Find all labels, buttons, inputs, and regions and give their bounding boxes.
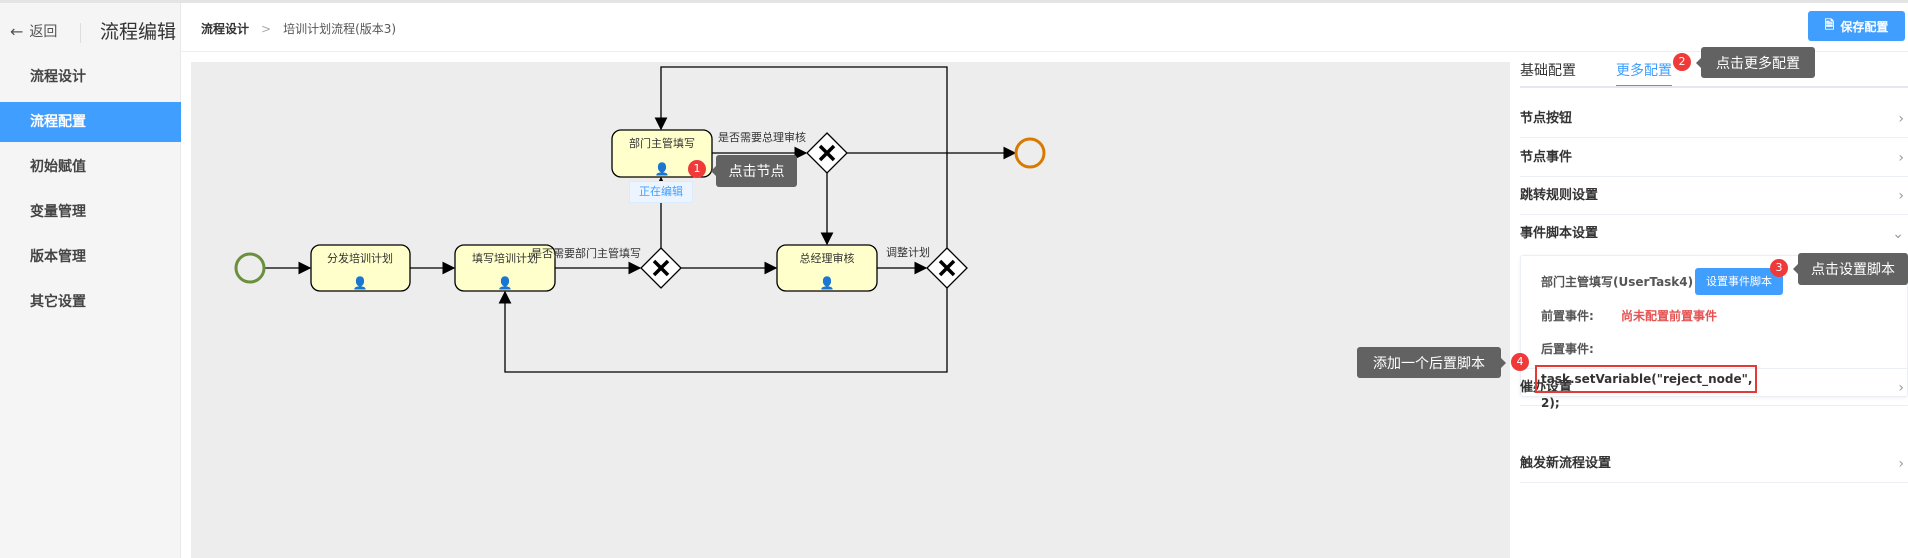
step-badge-2: 2	[1673, 53, 1691, 71]
save-config-button[interactable]: 🗎 保存配置	[1808, 11, 1905, 41]
arrow-left-icon: ←	[10, 21, 24, 41]
task-label: 部门主管填写	[629, 136, 695, 150]
chevron-right-icon: ›	[1898, 188, 1904, 204]
flow-label: 是否需要部门主管填写	[531, 246, 641, 260]
section-label: 触发新流程设置	[1520, 456, 1612, 471]
node-name: 部门主管填写(UserTask4)	[1541, 275, 1694, 289]
flow-edge-loop-bottom[interactable]	[498, 288, 948, 373]
section-label: 节点事件	[1520, 150, 1573, 165]
sidebar-item-flow-config[interactable]: 流程配置	[0, 102, 181, 142]
flow-edge-loop-top[interactable]	[654, 66, 948, 248]
breadcrumb-separator: >	[261, 21, 272, 36]
save-label: 保存配置	[1840, 19, 1889, 34]
task-label: 填写培训计划	[472, 251, 538, 265]
flow-label: 是否需要总理审核	[718, 130, 806, 144]
exclusive-gateway[interactable]	[926, 247, 968, 289]
start-event[interactable]	[234, 252, 266, 284]
sidebar-item-initial-values[interactable]: 初始赋值	[30, 159, 86, 175]
chevron-right-icon: ›	[1898, 111, 1904, 127]
pre-event-value: 尚未配置前置事件	[1621, 309, 1718, 323]
post-event-script[interactable]: task.setVariable("reject_node", 2);	[1535, 365, 1757, 410]
annotation-tooltip-3: 点击设置脚本	[1793, 253, 1908, 285]
user-icon: 👤	[655, 162, 670, 176]
task-label: 分发培训计划	[327, 251, 393, 265]
flow-canvas[interactable]: 分发培训计划 👤 填写培训计划 👤 部门主管填写 👤 总经理审核 👤 是否需要部…	[191, 62, 1510, 558]
annotation-tooltip-1: 点击节点	[711, 155, 797, 187]
task-node-selected[interactable]: 部门主管填写 👤	[611, 129, 713, 178]
breadcrumb-current: 培训计划流程(版本3)	[283, 22, 397, 36]
tab-basic-config[interactable]: 基础配置	[1520, 63, 1576, 79]
flow-label: 调整计划	[886, 245, 930, 259]
tab-divider	[1520, 86, 1908, 88]
section-event-scripts[interactable]: 事件脚本设置 ⌄	[1520, 215, 1908, 253]
top-border	[0, 0, 1908, 3]
step-badge-1: 1	[688, 160, 706, 178]
breadcrumb-root[interactable]: 流程设计	[201, 22, 250, 36]
back-button[interactable]: ← 返回	[10, 21, 57, 41]
section-label: 事件脚本设置	[1520, 226, 1599, 241]
section-label: 跳转规则设置	[1520, 188, 1599, 203]
exclusive-gateway[interactable]	[806, 132, 848, 174]
section-node-buttons[interactable]: 节点按钮 ›	[1520, 100, 1908, 138]
task-node[interactable]: 分发培训计划 👤	[310, 244, 411, 292]
sidebar-item-other-settings[interactable]: 其它设置	[30, 294, 86, 310]
config-panel: 基础配置 更多配置 节点按钮› 节点事件› 跳转规则设置› 事件脚本设置⌄ 催办…	[1510, 52, 1908, 558]
end-event[interactable]	[1014, 137, 1046, 169]
annotation-tooltip-2: 点击更多配置	[1696, 47, 1815, 78]
sidebar-item-variables[interactable]: 变量管理	[30, 204, 86, 220]
user-icon: 👤	[820, 276, 835, 290]
document-icon: 🗎	[1824, 17, 1835, 32]
chevron-right-icon: ›	[1898, 380, 1904, 396]
set-event-script-button[interactable]: 设置事件脚本	[1695, 268, 1783, 295]
sidebar-item-versions[interactable]: 版本管理	[30, 249, 86, 265]
chevron-right-icon: ›	[1898, 456, 1904, 472]
section-trigger-new-flow[interactable]: 触发新流程设置 ›	[1520, 445, 1908, 483]
step-badge-3: 3	[1770, 259, 1788, 277]
sidebar: ← 返回 流程编辑 流程设计 流程配置 初始赋值 变量管理 版本管理 其它设置	[0, 3, 181, 558]
tooltip-text: 点击节点	[728, 164, 785, 180]
chevron-down-icon: ⌄	[1892, 226, 1904, 242]
pre-event-label: 前置事件:	[1541, 309, 1594, 323]
app-title: 流程编辑	[100, 21, 177, 43]
divider	[80, 23, 81, 43]
bpmn-diagram[interactable]: 分发培训计划 👤 填写培训计划 👤 部门主管填写 👤 总经理审核 👤 是否需要部…	[191, 62, 1510, 558]
section-jump-rules[interactable]: 跳转规则设置 ›	[1520, 177, 1908, 215]
tab-more-config[interactable]: 更多配置	[1616, 60, 1672, 87]
chevron-right-icon: ›	[1898, 150, 1904, 166]
step-badge-4: 4	[1511, 353, 1529, 371]
sidebar-item-flow-design[interactable]: 流程设计	[30, 69, 86, 85]
tooltip-text: 点击设置脚本	[1811, 262, 1895, 278]
annotation-tooltip-4: 添加一个后置脚本	[1357, 347, 1506, 378]
tooltip-text: 添加一个后置脚本	[1373, 355, 1485, 372]
post-event-label: 后置事件:	[1541, 342, 1594, 356]
back-label: 返回	[29, 24, 58, 40]
user-icon: 👤	[353, 276, 368, 290]
task-node[interactable]: 填写培训计划 👤	[454, 244, 556, 292]
user-icon: 👤	[498, 276, 513, 290]
section-label: 节点按钮	[1520, 111, 1573, 126]
tooltip-text: 点击更多配置	[1716, 55, 1800, 72]
editing-tag: 正在编辑	[629, 181, 693, 203]
breadcrumb: 流程设计 > 培训计划流程(版本3)	[201, 20, 396, 37]
section-node-events[interactable]: 节点事件 ›	[1520, 139, 1908, 177]
task-node[interactable]: 总经理审核 👤	[776, 244, 878, 292]
exclusive-gateway[interactable]	[640, 247, 682, 289]
task-label: 总经理审核	[800, 251, 855, 265]
header-divider	[181, 51, 1908, 52]
